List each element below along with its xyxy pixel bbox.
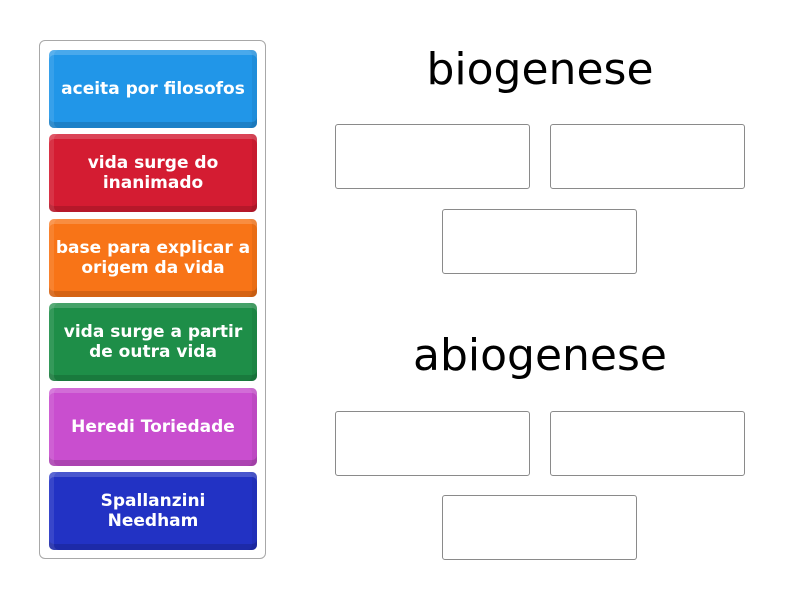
tile-vida-surge-do-inanimado[interactable]: vida surge do inanimado	[49, 134, 257, 212]
tile-label: vida surge a partir de outra vida	[63, 322, 243, 362]
tile-base-para-explicar[interactable]: base para explicar a origem da vida	[49, 219, 257, 297]
drop-zone-biogenese-3[interactable]	[442, 209, 637, 274]
tile-spallanzini-needham[interactable]: Spallanzini Needham	[49, 472, 257, 550]
drop-zone-abiogenese-3[interactable]	[442, 495, 637, 560]
group-title-abiogenese: abiogenese	[413, 330, 667, 381]
drop-zone-abiogenese-1[interactable]	[335, 411, 530, 476]
tile-label: Heredi Toriedade	[71, 417, 235, 437]
tile-aceita-por-filosofos[interactable]: aceita por filosofos	[49, 50, 257, 128]
tile-bank: aceita por filosofos vida surge do inani…	[39, 40, 266, 559]
tile-vida-surge-a-partir[interactable]: vida surge a partir de outra vida	[49, 303, 257, 381]
drop-zone-abiogenese-2[interactable]	[550, 411, 745, 476]
drop-zone-biogenese-2[interactable]	[550, 124, 745, 189]
tile-label: aceita por filosofos	[61, 79, 245, 99]
group-title-biogenese: biogenese	[426, 44, 654, 95]
drop-zone-biogenese-1[interactable]	[335, 124, 530, 189]
tile-label: base para explicar a origem da vida	[55, 238, 251, 278]
tile-heredi-toriedade[interactable]: Heredi Toriedade	[49, 388, 257, 466]
tile-label: Spallanzini Needham	[100, 491, 206, 531]
tile-label: vida surge do inanimado	[87, 153, 219, 193]
